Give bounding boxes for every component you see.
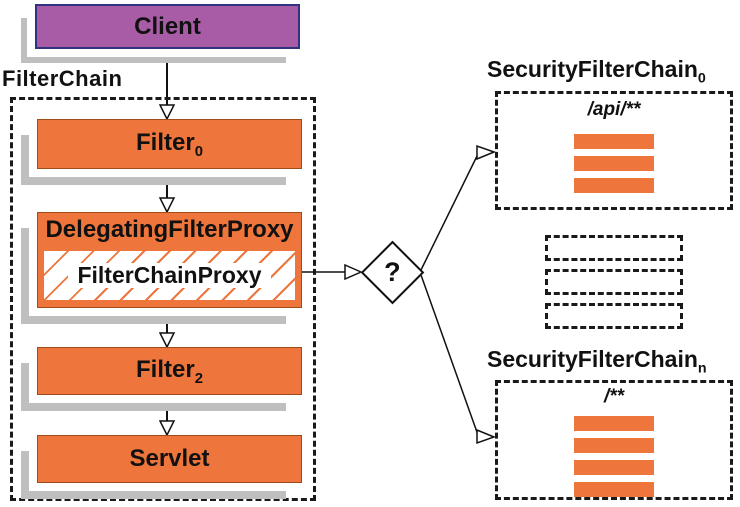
servlet-box: Servlet	[37, 435, 302, 483]
filter-bar	[574, 134, 654, 149]
placeholder-chain	[545, 269, 683, 295]
filter-bar	[574, 460, 654, 475]
placeholder-chain	[545, 303, 683, 329]
chain0-filter-bars	[574, 134, 654, 193]
filter-bar	[574, 416, 654, 431]
delegating-filter-proxy-label: DelegatingFilterProxy	[45, 216, 294, 243]
url-pattern-root: /**	[603, 386, 625, 407]
chainN-filter-bars	[574, 416, 654, 497]
solid-arrowhead-up-icon	[160, 49, 174, 63]
url-pattern-api: /api/**	[587, 99, 641, 120]
more-chains-placeholder-group	[545, 235, 683, 329]
filter0-box: Filter0	[37, 119, 302, 169]
client-box: Client	[35, 4, 300, 49]
filter-bar	[574, 178, 654, 193]
filter2-label: Filter2	[136, 355, 203, 387]
open-arrowhead-right-icon	[344, 263, 363, 281]
filter2-box: Filter2	[37, 347, 302, 395]
filter-chain-proxy-box: FilterChainProxy	[42, 249, 297, 302]
filter-bar	[574, 482, 654, 497]
decision-chain0-connector	[420, 144, 497, 271]
security-filter-chain-n-title: SecurityFilterChainn	[487, 346, 707, 377]
security-filter-chain-0-box: /api/**	[495, 91, 733, 210]
filter-bar	[574, 438, 654, 453]
client-label: Client	[134, 12, 201, 40]
security-filter-chain-n-box: /**	[495, 380, 733, 500]
open-arrowhead-right-icon	[476, 428, 497, 445]
filter-bar	[574, 156, 654, 171]
delegating-filter-proxy-box: DelegatingFilterProxy FilterChainProxy	[37, 212, 302, 308]
filterchain-boundary	[10, 97, 316, 501]
servlet-label: Servlet	[129, 445, 210, 472]
open-arrowhead-right-icon	[476, 144, 497, 161]
decision-diamond: ?	[360, 240, 425, 305]
question-mark-label: ?	[384, 257, 401, 287]
filter0-label: Filter0	[136, 128, 203, 160]
filter-chain-proxy-label: FilterChainProxy	[68, 262, 271, 289]
filterchain-label: FilterChain	[2, 66, 123, 91]
placeholder-chain	[545, 235, 683, 261]
security-filter-chain-0-title: SecurityFilterChain0	[487, 56, 706, 87]
decision-chainN-connector	[420, 274, 497, 445]
